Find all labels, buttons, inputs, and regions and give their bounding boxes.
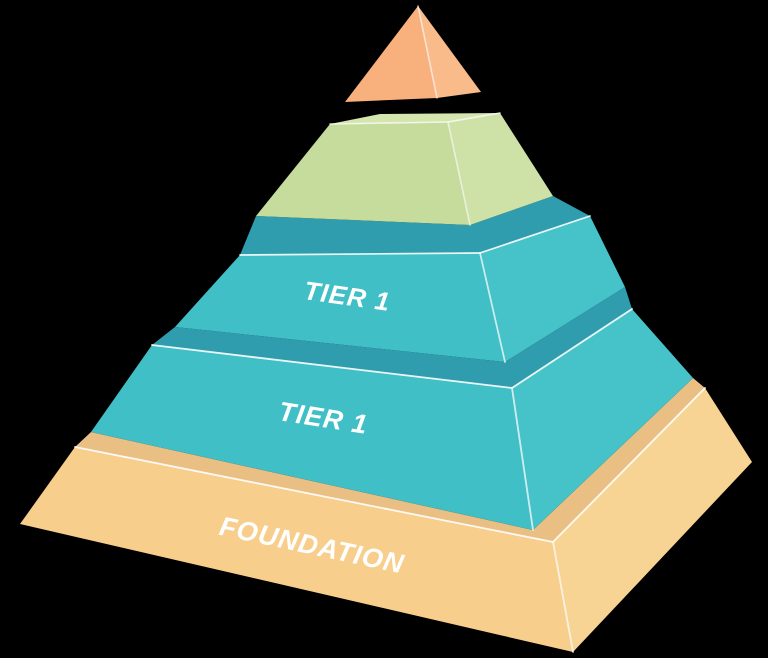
tier-lower-right-face	[512, 309, 693, 530]
apex-right-face	[418, 6, 481, 98]
tier-lower-top-face	[152, 287, 632, 388]
tier-upper-front-face	[175, 253, 505, 362]
tier-upper-top-face	[240, 196, 590, 255]
tier-lower-edge-highlights	[151, 308, 633, 531]
apex-front-face	[345, 6, 437, 102]
green-tier-front-face	[256, 122, 470, 225]
foundation-tier: FOUNDATION	[20, 378, 752, 653]
green-tier-right-face	[448, 113, 553, 225]
foundation-front-face	[20, 447, 573, 652]
tier-upper-edge-highlights	[239, 215, 591, 363]
green-tier	[256, 112, 553, 226]
foundation-edge-highlights	[74, 387, 706, 653]
tier-upper-right-face	[480, 216, 625, 362]
tier-lower-front-face	[91, 345, 533, 530]
apex-edge-highlights	[417, 5, 438, 99]
green-tier-edge-highlights	[329, 112, 501, 226]
apex-tier	[345, 5, 481, 102]
green-tier-top-face	[330, 113, 500, 124]
tier-upper: TIER 1	[175, 196, 625, 363]
tier-lower: TIER 1	[91, 287, 693, 531]
foundation-right-face	[553, 388, 752, 652]
